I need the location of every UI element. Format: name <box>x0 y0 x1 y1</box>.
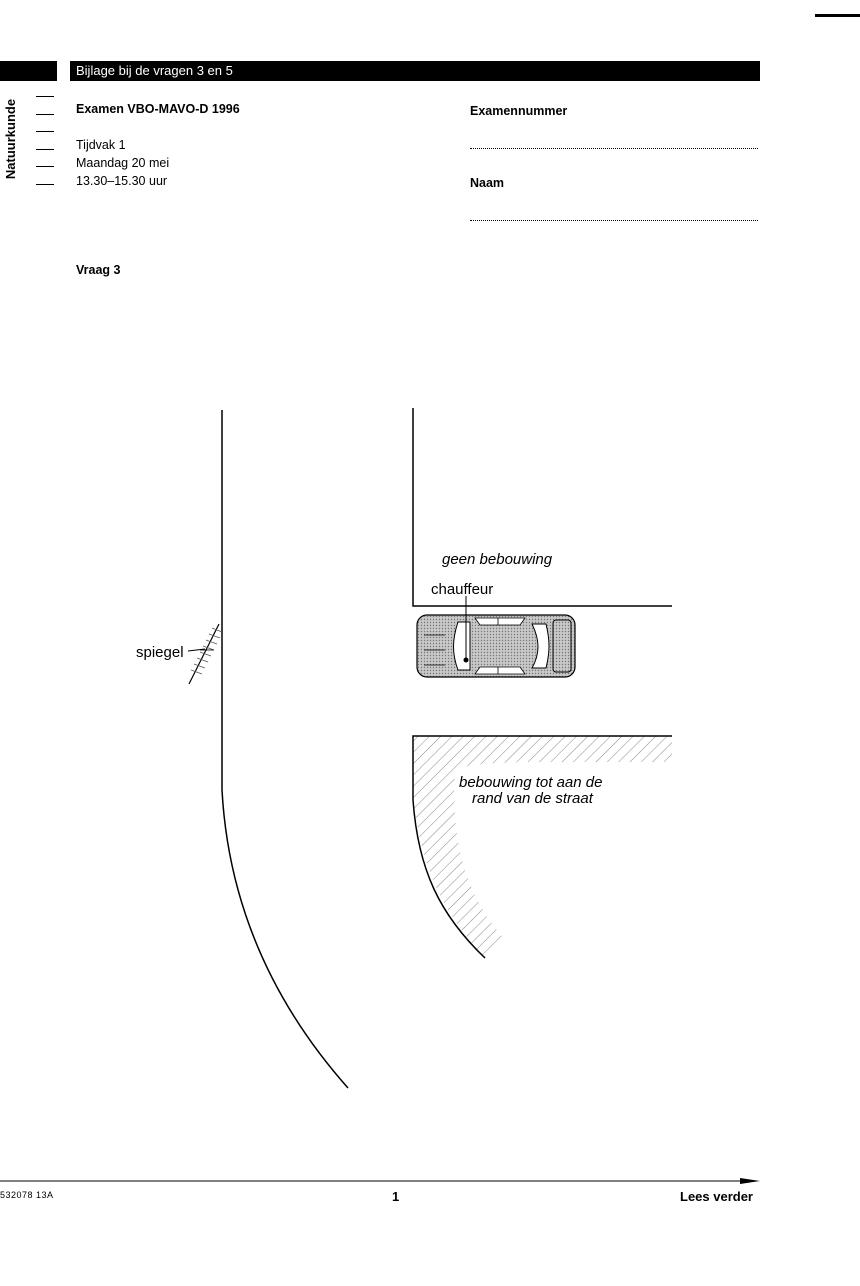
margin-tick <box>36 131 54 132</box>
exam-title: Examen VBO-MAVO-D 1996 <box>76 102 240 116</box>
mirror-pointer <box>187 648 206 652</box>
name-label: Naam <box>470 176 505 190</box>
header-band <box>0 61 760 81</box>
header-band-title: Bijlage bij de vragen 3 en 5 <box>76 63 233 78</box>
margin-tick <box>36 96 54 97</box>
margin-tick <box>36 114 54 115</box>
building-hatch <box>413 736 672 958</box>
mirror <box>188 623 223 685</box>
building-boundary <box>412 735 672 959</box>
car <box>416 614 576 678</box>
footer-code: 532078 13A <box>0 1190 54 1200</box>
no-buildings-label: geen bebouwing <box>442 551 553 568</box>
margin-tick <box>36 166 54 167</box>
exam-number-label: Examennummer <box>470 104 568 118</box>
buildings-label-line1: bebouwing tot aan de <box>459 774 602 791</box>
question-label: Vraag 3 <box>76 263 121 277</box>
page-number: 1 <box>392 1189 400 1204</box>
no-buildings-boundary <box>412 408 672 607</box>
margin-tick <box>36 184 54 185</box>
exam-number-field[interactable] <box>470 148 758 149</box>
exam-period: Tijdvak 1 <box>76 138 126 152</box>
exam-date: Maandag 20 mei <box>76 156 170 170</box>
continue-label: Lees verder <box>680 1189 753 1204</box>
header-band-gap <box>57 61 70 81</box>
name-field[interactable] <box>470 220 758 221</box>
buildings-label-line2: rand van de straat <box>472 790 594 807</box>
corner-mark <box>815 14 860 17</box>
mirror-label: spiegel <box>136 644 184 661</box>
footer-arrow-icon <box>740 1178 760 1184</box>
road-left-edge <box>221 410 349 1089</box>
exam-time: 13.30–15.30 uur <box>76 174 168 188</box>
driver-label: chauffeur <box>431 581 493 598</box>
margin-tick <box>36 149 54 150</box>
